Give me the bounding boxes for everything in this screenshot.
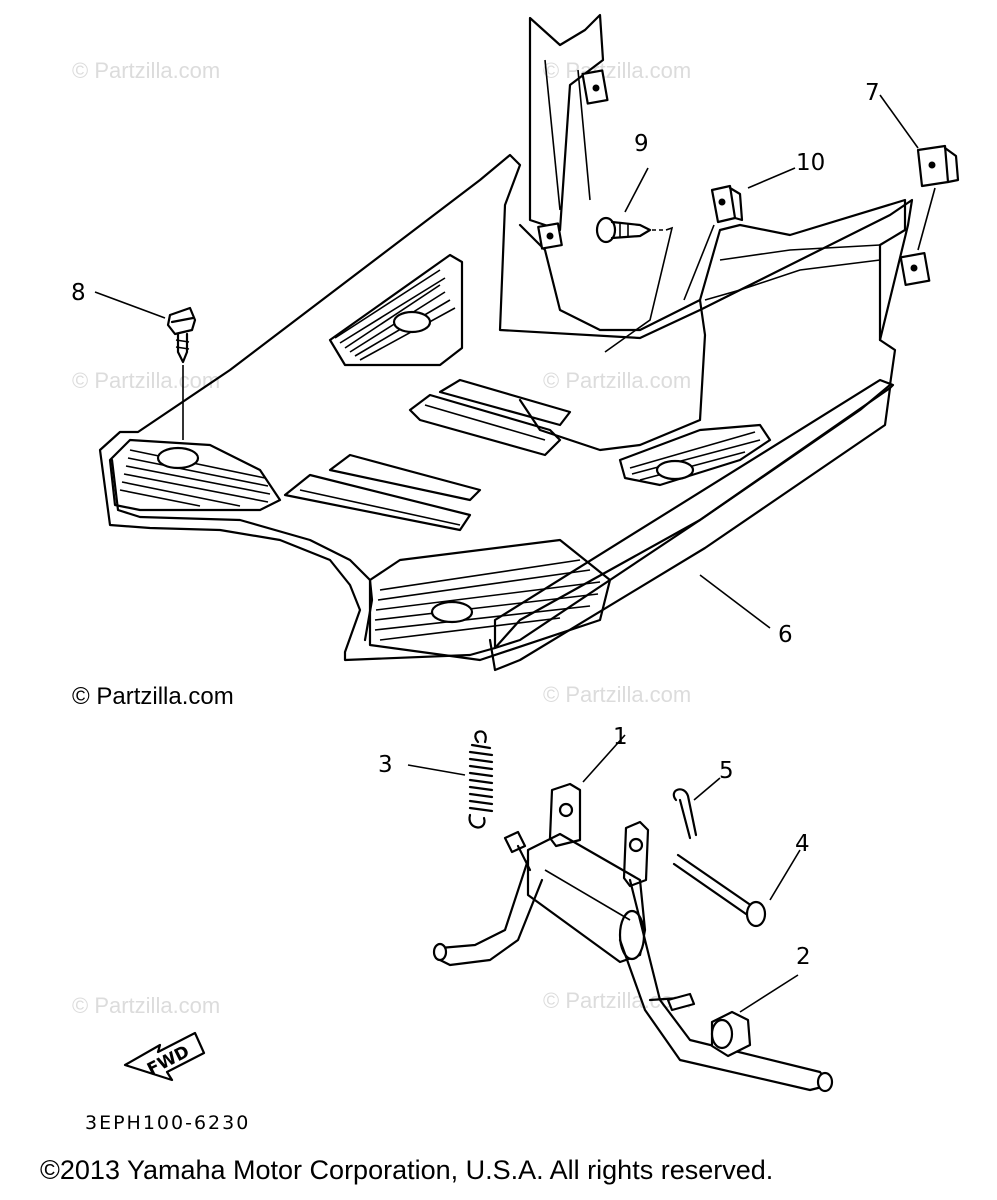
screw-part-8 xyxy=(94,291,197,440)
main-stand-part-1 xyxy=(432,734,834,1093)
cotter-pin-part-5 xyxy=(672,777,721,840)
callout-7: 7 xyxy=(865,80,880,106)
callout-6: 6 xyxy=(778,622,793,648)
clip-nut-part-7 xyxy=(879,94,960,251)
callout-9: 9 xyxy=(634,131,649,157)
mat-front-bottom xyxy=(368,538,612,662)
fwd-arrow-icon: FWD xyxy=(123,1031,206,1082)
watermark-lower-right: © Partzilla.com xyxy=(543,682,692,707)
mat-left-front xyxy=(108,438,282,512)
watermark-bottom-left: © Partzilla.com xyxy=(72,993,221,1018)
diagram-code: 3EPH100-6230 xyxy=(85,1112,251,1134)
center-pads xyxy=(283,378,572,532)
watermark-top-right: © Partzilla.com xyxy=(543,58,692,83)
mat-left-rear xyxy=(328,253,464,367)
watermark-mid-left: © Partzilla.com xyxy=(72,368,221,393)
spring-part-3 xyxy=(407,730,494,829)
shaft-part-4 xyxy=(672,849,801,928)
callout-10: 10 xyxy=(796,150,826,176)
bushing-part-2 xyxy=(666,974,799,1058)
footrest-board-part-6 xyxy=(98,13,931,672)
leader-part-6 xyxy=(699,574,771,629)
watermark-lower-left: © Partzilla.com xyxy=(72,683,234,710)
callout-8: 8 xyxy=(71,280,86,306)
callout-3: 3 xyxy=(378,752,393,778)
callout-1: 1 xyxy=(613,724,628,750)
watermark-mid-right: © Partzilla.com xyxy=(543,368,692,393)
callout-2: 2 xyxy=(796,944,811,970)
screw-part-9 xyxy=(595,167,674,353)
clip-nut-part-10 xyxy=(683,167,796,301)
watermark-top-left: © Partzilla.com xyxy=(72,58,221,83)
callout-5: 5 xyxy=(719,758,734,784)
copyright-notice: ©2013 Yamaha Motor Corporation, U.S.A. A… xyxy=(40,1155,774,1185)
mat-right-front xyxy=(618,423,772,487)
callout-4: 4 xyxy=(795,831,810,857)
